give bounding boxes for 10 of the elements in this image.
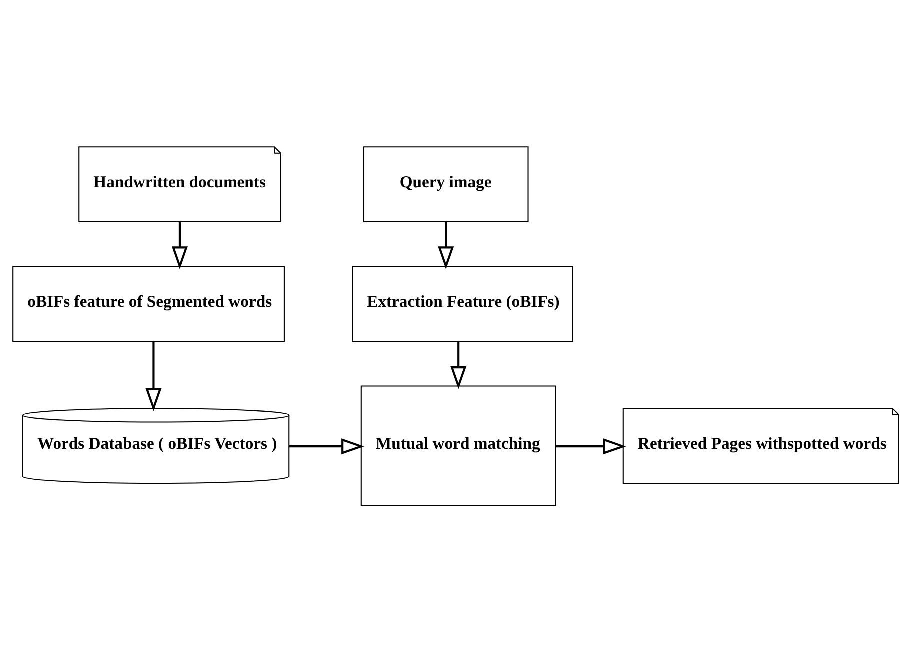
node-box: Query image (363, 146, 529, 222)
arrow (450, 341, 467, 389)
arrow (556, 438, 626, 454)
arrow (146, 341, 162, 411)
arrow (172, 222, 188, 270)
node-box: Extraction Feature (oBIFs) (352, 266, 574, 342)
arrow (438, 222, 454, 270)
arrow (289, 438, 364, 454)
node-box: oBIFs feature of Segmented words (12, 266, 285, 342)
node-box: Mutual word matching (360, 385, 556, 506)
